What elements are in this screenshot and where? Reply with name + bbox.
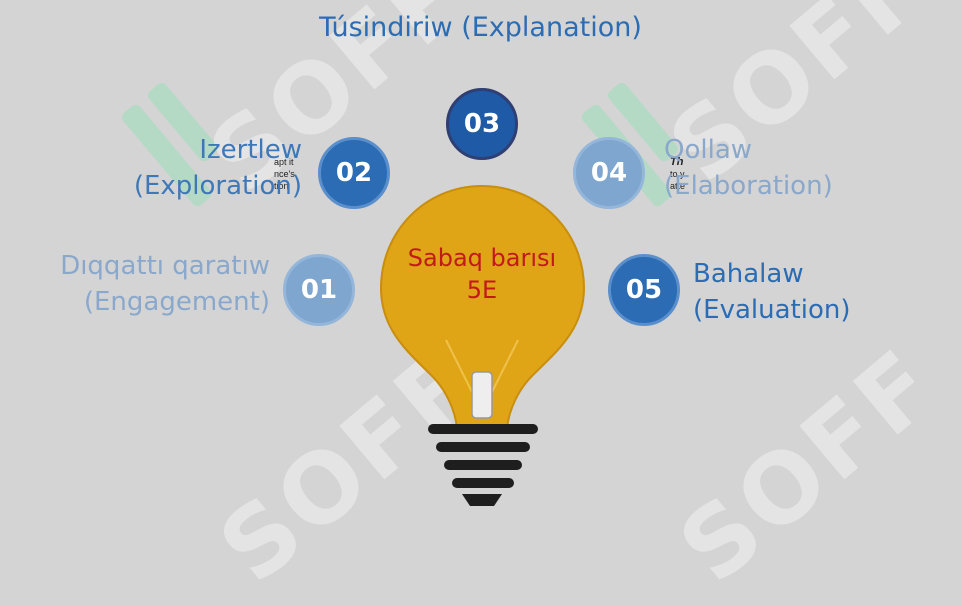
stage-circle-04: 04 bbox=[573, 137, 645, 209]
stage-label-02: Izertlew (Exploration) bbox=[133, 135, 302, 201]
stage-circle-03: 03 bbox=[446, 88, 518, 160]
bulb-base-bar-3 bbox=[444, 460, 522, 470]
center-label: Sabaq barısı 5E bbox=[392, 242, 572, 306]
bulb-neck bbox=[471, 371, 493, 419]
stage-circle-01: 01 bbox=[283, 254, 355, 326]
stage-label-05: Bahalaw (Evaluation) bbox=[693, 259, 851, 325]
stage-circle-02: 02 bbox=[318, 137, 390, 209]
title-explanation: Túsindiriw (Explanation) bbox=[319, 12, 642, 43]
bulb-base-bar-1 bbox=[428, 424, 538, 434]
center-line2: 5E bbox=[466, 276, 498, 304]
stage-label-04: Qollaw (Elaboration) bbox=[664, 135, 833, 201]
bulb-base-tip bbox=[462, 494, 502, 506]
lightbulb-diagram bbox=[379, 184, 586, 506]
text-fragment-left: apt it nce's tion bbox=[274, 157, 295, 191]
bulb-base-bar-4 bbox=[452, 478, 514, 488]
text-fragment-right: Th to y atte bbox=[670, 156, 686, 191]
bulb-base-bar-2 bbox=[436, 442, 530, 452]
stage-circle-05: 05 bbox=[608, 254, 680, 326]
stage-label-01: Dıqqattı qaratıw (Engagement) bbox=[60, 251, 270, 317]
center-line1: Sabaq barısı bbox=[407, 244, 557, 272]
bulb-filament bbox=[445, 339, 519, 393]
